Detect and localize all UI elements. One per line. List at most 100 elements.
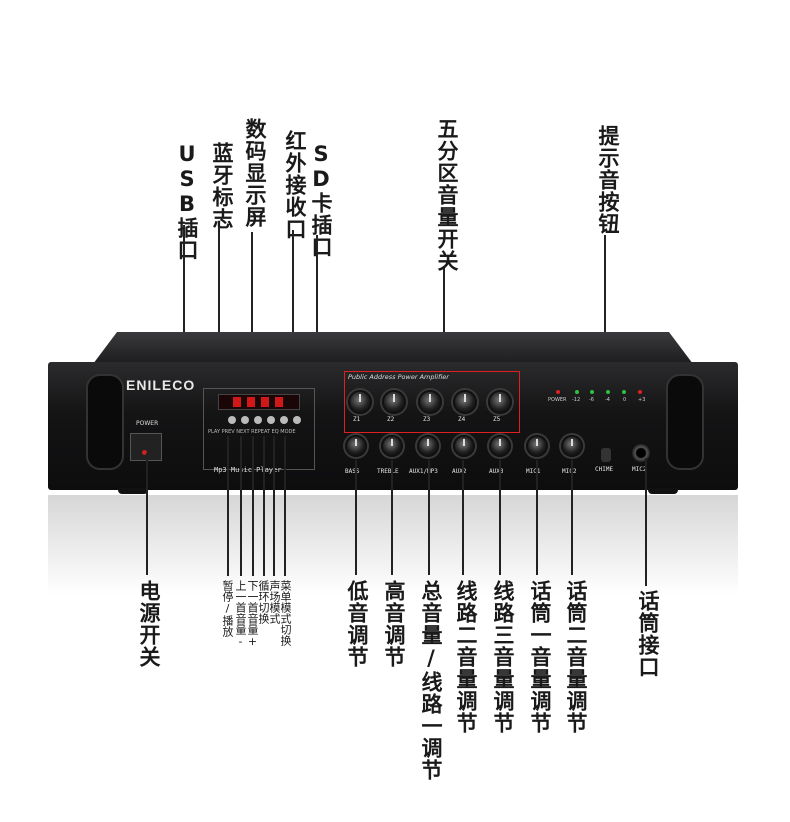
leader-menu [284, 436, 286, 576]
label-loop: 循环切换 [257, 580, 270, 624]
zone-knob-1[interactable] [348, 390, 372, 414]
mic2-jack-label: MIC2 [632, 466, 647, 473]
label-pause: 暂停/播放 [221, 580, 234, 637]
aux1-label: AUX1/MP3 [409, 468, 438, 475]
vu-label-1: -12 [572, 397, 581, 403]
mp3-module [203, 388, 315, 470]
vu-label-5: +3 [638, 397, 646, 403]
aux3-label: AUX3 [489, 468, 504, 475]
mp3-button-labels: PLAY PREV NEXT REPEAT EQ MODE [208, 429, 296, 435]
label-line2: 线路二音量调节 [454, 580, 478, 734]
vu-label-4: 0 [623, 397, 627, 403]
leader-line2 [462, 460, 464, 575]
bass-knob[interactable] [345, 435, 367, 457]
chime-button[interactable] [601, 448, 611, 462]
vu-led-1 [575, 390, 579, 394]
label-eq: 声场模式 [268, 580, 281, 624]
device-reflection [48, 495, 738, 595]
aux1-knob[interactable] [417, 435, 439, 457]
label-sd: SD卡插口 [309, 142, 333, 258]
label-display: 数码显示屏 [243, 118, 267, 228]
mp3-next-button[interactable] [254, 416, 262, 424]
aux3-knob[interactable] [489, 435, 511, 457]
treble-knob[interactable] [381, 435, 403, 457]
leader-eq [273, 436, 275, 576]
leader-display [251, 232, 253, 392]
left-handle [86, 374, 124, 470]
power-label: POWER [136, 420, 159, 427]
zone-highlight-box [344, 371, 520, 433]
label-ir: 红外接收口 [283, 130, 307, 240]
label-mic1: 话筒一音量调节 [528, 580, 552, 734]
pa-title: Public Address Power Amplifier [348, 373, 449, 381]
aux2-label: AUX2 [452, 468, 467, 475]
leader-power [146, 453, 148, 575]
zone-knob-3[interactable] [418, 390, 442, 414]
label-bass: 低音调节 [345, 580, 369, 668]
vu-led-4 [622, 390, 626, 394]
vu-led-2 [590, 390, 594, 394]
leader-treble [391, 460, 393, 575]
zone-knob-2[interactable] [382, 390, 406, 414]
zone-label-4: Z4 [458, 416, 466, 423]
mp3-play-button[interactable] [228, 416, 236, 424]
zone-label-5: Z5 [493, 416, 501, 423]
leader-pause [227, 436, 229, 576]
power-indicator [142, 450, 147, 455]
zone-label-2: Z2 [387, 416, 395, 423]
top-plate [93, 332, 693, 364]
power-led [556, 390, 560, 394]
leader-mic-jack [645, 458, 647, 586]
zone-label-1: Z1 [353, 416, 361, 423]
mic1-knob[interactable] [526, 435, 548, 457]
zone-knob-5[interactable] [488, 390, 512, 414]
leader-mic2 [571, 460, 573, 575]
label-line3: 线路三音量调节 [491, 580, 515, 734]
label-mic2: 话筒二音量调节 [564, 580, 588, 734]
label-master: 总音量/线路一调节 [419, 580, 443, 781]
bass-label: BASS [345, 468, 360, 475]
aux2-knob[interactable] [453, 435, 475, 457]
label-mic-jack: 话筒接口 [636, 590, 660, 678]
leader-prev [240, 436, 242, 576]
foot-right [648, 488, 678, 494]
vu-led-3 [606, 390, 610, 394]
leader-master [428, 460, 430, 575]
zone-knob-4[interactable] [453, 390, 477, 414]
mic2-label: MIC2 [562, 468, 577, 475]
mp3-title: Mp3 Music Player [214, 466, 282, 474]
mic2-knob[interactable] [561, 435, 583, 457]
vu-led-5 [638, 390, 642, 394]
mp3-repeat-button[interactable] [267, 416, 275, 424]
leader-loop [263, 436, 265, 576]
leader-next [252, 436, 254, 576]
right-handle [666, 374, 704, 470]
foot-left [118, 488, 148, 494]
vu-label-power: POWER [548, 397, 567, 403]
leader-bluetooth [218, 226, 220, 396]
label-treble: 高音调节 [382, 580, 406, 668]
leader-mic1 [536, 460, 538, 575]
label-usb: USB插口 [175, 142, 199, 261]
leader-line3 [499, 460, 501, 575]
digital-display [218, 394, 300, 410]
treble-label: TREBLE [377, 468, 399, 475]
amplifier-front-panel: ENILECO POWER PLAY PREV NEXT REPEAT EQ M… [48, 332, 738, 494]
label-chime-button: 提示音按钮 [596, 125, 620, 235]
mp3-eq-button[interactable] [280, 416, 288, 424]
label-menu: 菜单模式切换 [279, 580, 292, 646]
label-next: 下一首音量+ [246, 580, 259, 648]
brand-logo: ENILECO [126, 377, 196, 393]
chassis [48, 362, 738, 490]
mic2-jack[interactable] [632, 444, 650, 462]
label-power: 电源开关 [137, 580, 161, 668]
zone-label-3: Z3 [423, 416, 431, 423]
leader-ir [292, 230, 294, 418]
label-bluetooth: 蓝牙标志 [210, 142, 234, 230]
leader-bass [355, 460, 357, 575]
mic1-label: MIC1 [526, 468, 541, 475]
label-prev: 上一首音量- [234, 580, 247, 648]
mp3-prev-button[interactable] [241, 416, 249, 424]
mp3-mode-button[interactable] [293, 416, 301, 424]
leader-zones [443, 268, 445, 372]
